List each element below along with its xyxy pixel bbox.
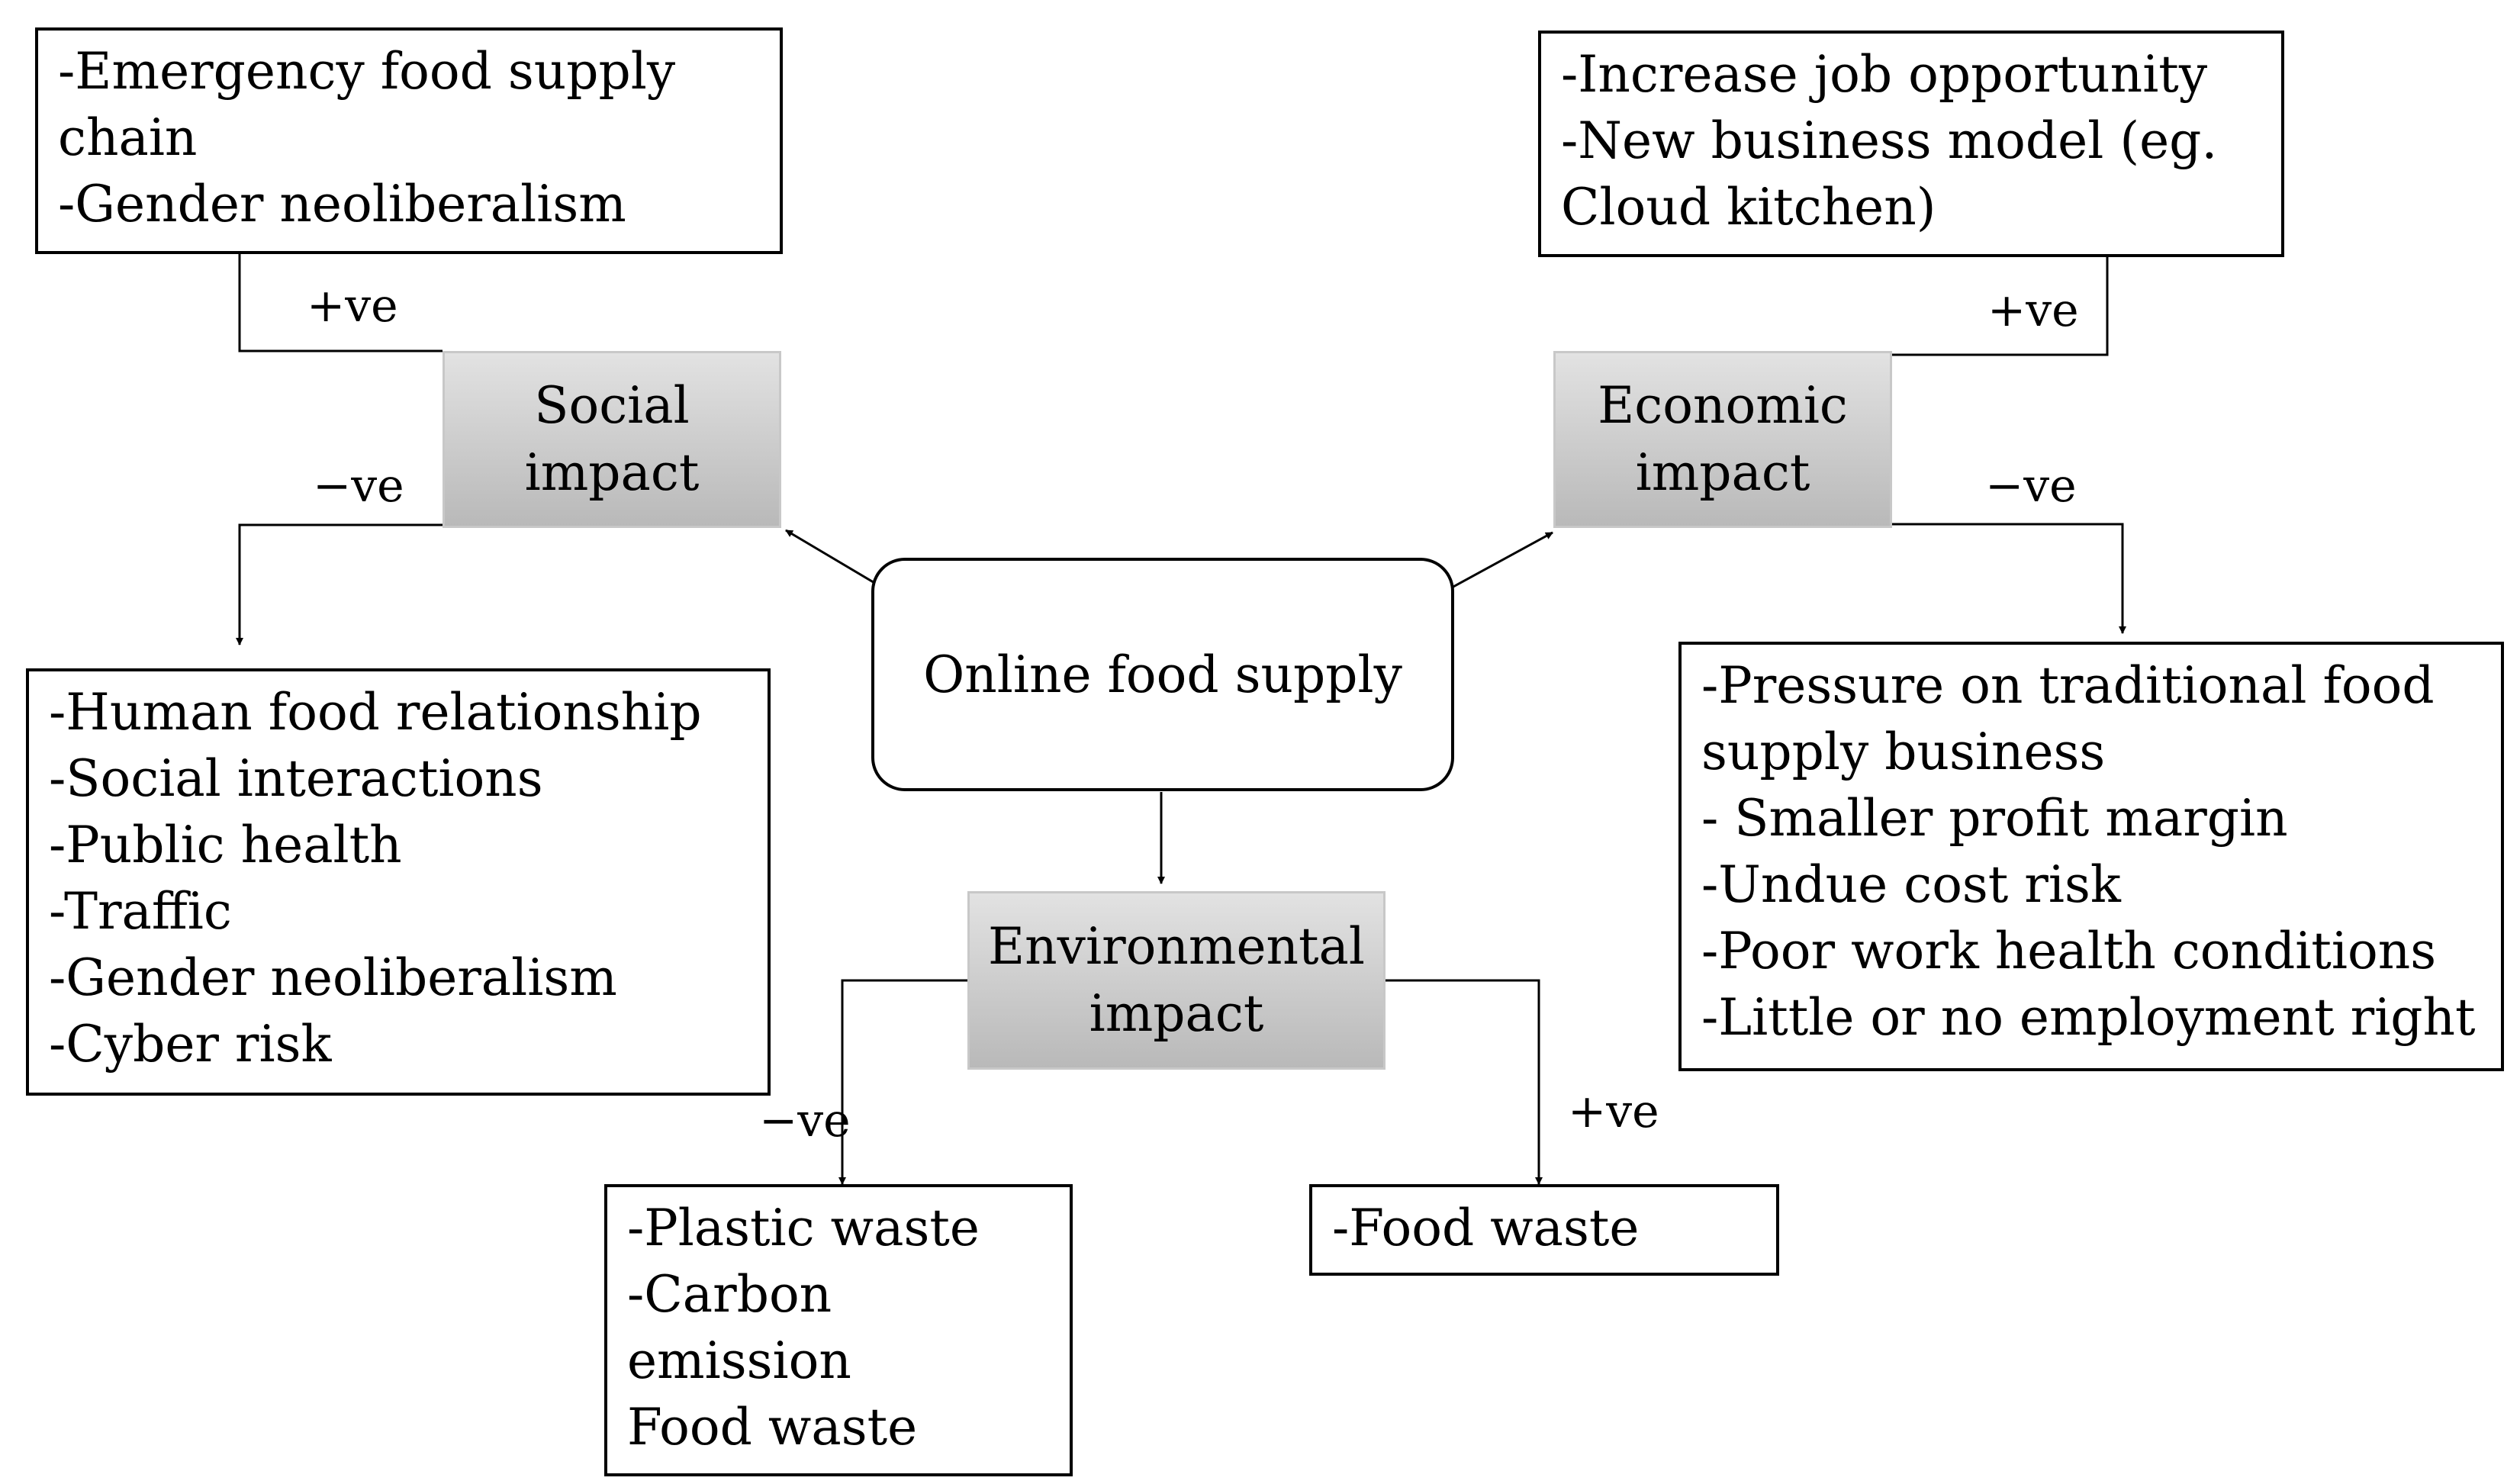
list-item: Cloud kitchen) [1561, 178, 1936, 237]
list-item: -Pressure on traditional food [1701, 656, 2435, 715]
environmental-positive-sign: +ve [1568, 1085, 1659, 1138]
arrow-social-negative [236, 523, 443, 645]
list-item: -Increase job opportunity [1561, 45, 2208, 104]
arrow-social-positive [236, 221, 443, 352]
arrow-center-to-social [785, 529, 877, 585]
arrow-economic-negative [1891, 523, 2126, 634]
list-item: -Gender neoliberalism [58, 175, 626, 233]
list-item: -Little or no employment right [1701, 988, 2476, 1047]
social-positive-sign: +ve [307, 279, 398, 333]
economic-impact-label-line1: Economic [1598, 376, 1848, 435]
list-item: chain [58, 108, 198, 167]
list-item: supply business [1701, 723, 2106, 781]
economic-negative-sign: −ve [1985, 459, 2077, 513]
social-impact-label-line1: Social [534, 376, 690, 435]
list-item: -Carbon [627, 1265, 832, 1324]
social-positive-box: -Emergency food supply chain -Gender neo… [35, 27, 783, 254]
list-item: -Undue cost risk [1701, 855, 2121, 914]
list-item: -Gender neoliberalism [49, 948, 617, 1007]
list-item: Food waste [627, 1398, 918, 1457]
economic-impact-label-line2: impact [1635, 443, 1810, 502]
list-item: -Food waste [1332, 1199, 1640, 1257]
list-item: emission [627, 1331, 851, 1390]
center-node-label: Online food supply [923, 645, 1402, 704]
environmental-negative-sign: −ve [759, 1094, 851, 1148]
arrow-environmental-negative [838, 979, 967, 1185]
social-impact-label-line2: impact [524, 443, 700, 502]
environmental-impact-label-line1: Environmental [987, 917, 1365, 976]
list-item: -Human food relationship [49, 683, 702, 742]
social-impact-node: Social impact [443, 351, 781, 528]
environmental-impact-node: Environmental impact [967, 891, 1386, 1070]
list-item: -Cyber risk [49, 1015, 332, 1074]
list-item: - Smaller profit margin [1701, 789, 2288, 848]
environmental-impact-label-line2: impact [1089, 984, 1264, 1043]
economic-positive-sign: +ve [1987, 284, 2079, 337]
arrow-center-to-economic [1451, 531, 1553, 589]
center-node-online-food-supply: Online food supply [871, 558, 1454, 791]
list-item: -Traffic [49, 882, 232, 941]
social-negative-box: -Human food relationship -Social interac… [26, 668, 771, 1096]
economic-negative-box: -Pressure on traditional food supply bus… [1678, 642, 2504, 1071]
environmental-positive-box: -Food waste [1309, 1184, 1779, 1276]
environmental-negative-box: -Plastic waste -Carbon emission Food was… [604, 1184, 1073, 1476]
list-item: -Poor work health conditions [1701, 922, 2437, 980]
arrow-economic-positive [1891, 217, 2111, 356]
list-item: -Public health [49, 816, 402, 874]
list-item: -Plastic waste [627, 1199, 980, 1257]
economic-positive-box: -Increase job opportunity -New business … [1538, 31, 2284, 257]
arrow-environmental-positive [1384, 979, 1543, 1185]
list-item: -Emergency food supply [58, 42, 676, 101]
list-item: -Social interactions [49, 749, 543, 808]
social-negative-sign: −ve [313, 459, 404, 513]
economic-impact-node: Economic impact [1553, 351, 1892, 528]
list-item: -New business model (eg. [1561, 111, 2218, 170]
